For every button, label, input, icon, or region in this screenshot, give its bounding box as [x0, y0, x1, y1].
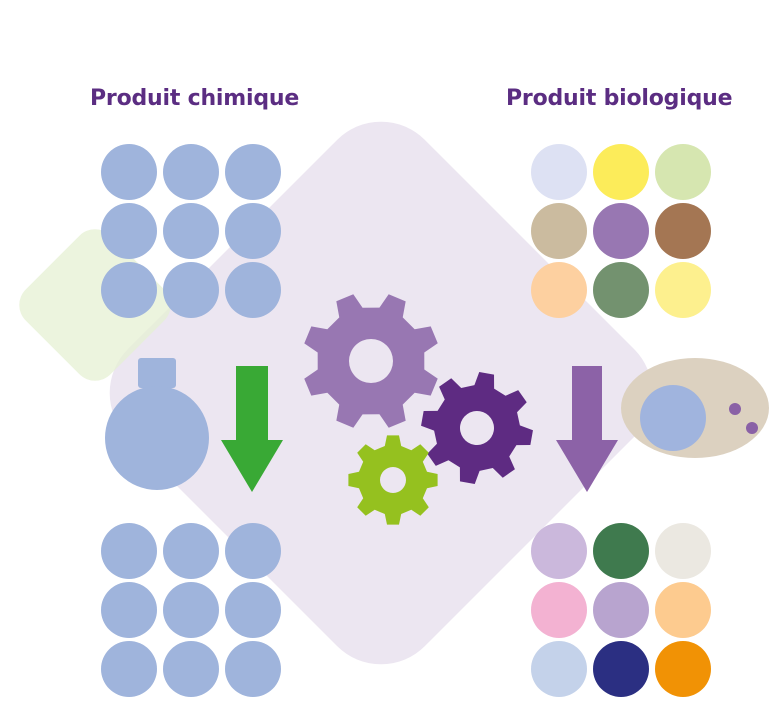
- flask-icon: [105, 358, 209, 490]
- particle: [163, 641, 219, 697]
- particle: [655, 144, 711, 200]
- cell-icon: [621, 358, 769, 458]
- biological-product-label: Produit biologique: [506, 86, 733, 111]
- purple-down-arrow-icon: [556, 366, 618, 492]
- particle: [101, 262, 157, 318]
- particle: [163, 523, 219, 579]
- chemical-output-grid: [101, 523, 281, 697]
- particle: [655, 262, 711, 318]
- particle: [655, 523, 711, 579]
- particle: [101, 582, 157, 638]
- chemical-product-label: Produit chimique: [90, 86, 300, 111]
- chemical-input-grid: [101, 144, 281, 318]
- particle: [531, 262, 587, 318]
- particle: [531, 203, 587, 259]
- particle: [593, 203, 649, 259]
- particle: [225, 582, 281, 638]
- particle: [225, 262, 281, 318]
- particle: [163, 203, 219, 259]
- particle: [655, 582, 711, 638]
- particle: [163, 144, 219, 200]
- particle: [225, 641, 281, 697]
- particle: [101, 523, 157, 579]
- particle: [531, 641, 587, 697]
- particle: [593, 144, 649, 200]
- particle: [163, 582, 219, 638]
- particle: [531, 582, 587, 638]
- small-gear-icon: [348, 435, 438, 525]
- particle: [593, 523, 649, 579]
- particle: [101, 203, 157, 259]
- medium-gear-icon: [421, 372, 533, 484]
- large-gear-icon: [304, 294, 438, 428]
- particle: [225, 203, 281, 259]
- gear-shape: [421, 372, 533, 484]
- particle: [101, 144, 157, 200]
- green-down-arrow-icon: [221, 366, 283, 492]
- gear-shape: [348, 435, 438, 525]
- particle: [593, 262, 649, 318]
- particle: [225, 144, 281, 200]
- gear-shape: [304, 294, 438, 428]
- particle: [225, 523, 281, 579]
- particle: [531, 523, 587, 579]
- particle: [655, 641, 711, 697]
- particle: [101, 641, 157, 697]
- particle: [593, 641, 649, 697]
- biological-input-grid: [531, 144, 711, 318]
- particle: [593, 582, 649, 638]
- biological-output-grid: [531, 523, 711, 697]
- particle: [163, 262, 219, 318]
- particle: [531, 144, 587, 200]
- particle: [655, 203, 711, 259]
